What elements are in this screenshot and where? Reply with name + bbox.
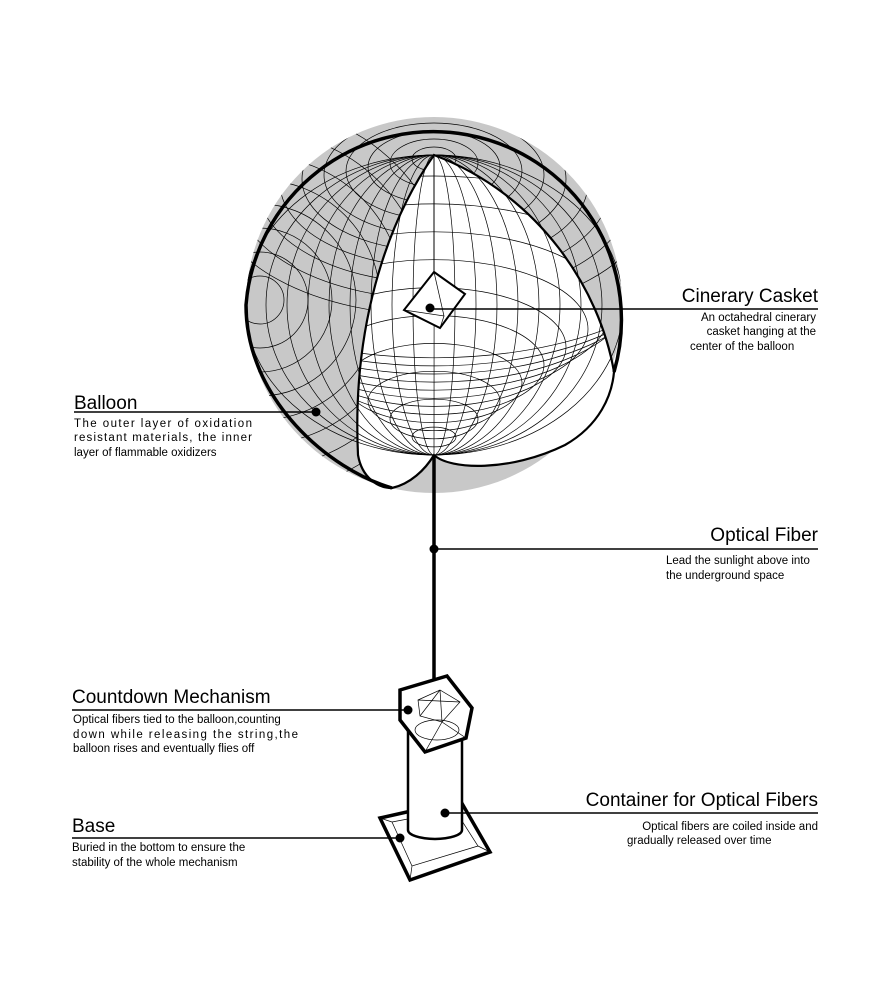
label-title: Optical Fiber (710, 525, 818, 546)
label-desc-line: stability of the whole mechanism (72, 857, 238, 869)
fiber-container (406, 722, 464, 841)
grid-line (411, 426, 457, 448)
label-desc-line: resistant materials, the inner (74, 432, 252, 444)
label-desc-line: Optical fibers are coiled inside and (642, 821, 818, 833)
label-title: Base (72, 816, 115, 837)
label-base: Base Buried in the bottom to ensure the … (72, 816, 245, 869)
grid-line (246, 275, 285, 325)
grid-line (357, 155, 614, 359)
label-desc-line: layer of flammable oxidizers (74, 447, 217, 459)
grid-line (357, 343, 523, 423)
label-desc-line: balloon rises and eventually flies off (73, 743, 255, 755)
label-desc-line: the underground space (666, 570, 784, 582)
label-optical-fiber: Optical Fiber Lead the sunlight above in… (666, 525, 819, 582)
label-container: Container for Optical Fibers Optical fib… (586, 790, 818, 847)
label-desc-line: An octahedral cinerary (701, 312, 816, 324)
label-desc-line: down while releasing the string,the (73, 729, 298, 741)
grid-line (433, 155, 477, 456)
label-desc-line: The outer layer of oxidation (74, 418, 252, 430)
label-title: Cinerary Casket (682, 286, 819, 307)
label-desc-line: casket hanging at the (707, 326, 816, 338)
balloon-shell (244, 117, 624, 493)
grid-line (433, 155, 498, 456)
cinerary-casket (402, 270, 467, 330)
grid-line (389, 398, 479, 440)
label-desc-line: gradually released over time (627, 835, 771, 847)
grid-line (246, 251, 309, 349)
grid-line (357, 155, 614, 367)
label-title: Container for Optical Fibers (586, 790, 818, 811)
label-desc-line: Lead the sunlight above into (666, 555, 810, 567)
leader-lines (72, 303, 818, 843)
label-desc-line: Optical fibers tied to the balloon,count… (73, 714, 281, 726)
label-countdown-mechanism: Countdown Mechanism Optical fibers tied … (72, 687, 298, 755)
label-title: Balloon (74, 393, 137, 414)
label-cinerary-casket: Cinerary Casket An octahedral cinerary c… (682, 286, 819, 353)
label-desc-line: Buried in the bottom to ensure the (72, 842, 245, 854)
label-balloon: Balloon The outer layer of oxidation res… (74, 393, 252, 459)
label-title: Countdown Mechanism (72, 687, 271, 708)
grid-line (367, 370, 501, 432)
countdown-mechanism (398, 673, 474, 755)
label-desc-line: center of the balloon (690, 341, 794, 353)
